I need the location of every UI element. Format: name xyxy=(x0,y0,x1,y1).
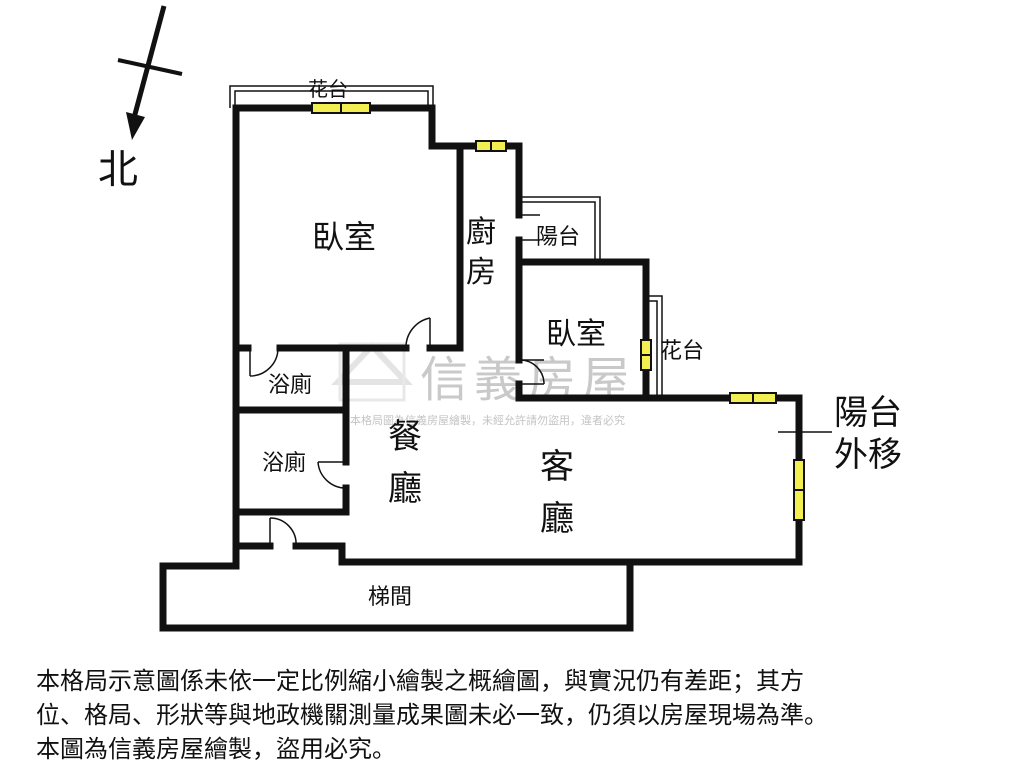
label-flower-bed-side: 花台 xyxy=(660,339,704,364)
label-bath-1: 浴廁 xyxy=(268,373,312,398)
door-kitchen-balcony xyxy=(519,214,540,241)
label-living-1: 客 xyxy=(540,447,574,487)
windows xyxy=(311,102,805,521)
label-dining-2: 廳 xyxy=(388,469,422,509)
label-bedroom-main: 臥室 xyxy=(312,218,376,256)
door-bedroom-second xyxy=(518,359,545,385)
label-kitchen-2: 房 xyxy=(466,255,496,290)
label-flower-bed-top: 花台 xyxy=(308,77,348,101)
label-bedroom-second: 臥室 xyxy=(546,317,606,352)
north-label: 北 xyxy=(98,147,138,193)
disclaimer-line-3: 本圖為信義房屋繪製，盜用必究。 xyxy=(36,735,396,763)
balcony-small-outline xyxy=(519,196,601,262)
label-bath-2: 浴廁 xyxy=(262,451,306,476)
door-entry xyxy=(269,517,297,547)
disclaimer-text: 本格局示意圖係未依一定比例縮小繪製之概繪圖，與實況仍有差距；其方 位、格局、形狀… xyxy=(36,664,996,766)
brand-logo-icon xyxy=(331,341,413,402)
window-top xyxy=(311,102,371,114)
window-bedroom-side xyxy=(640,339,652,371)
door-bedroom-main xyxy=(405,317,431,349)
north-arrow-icon xyxy=(117,5,183,140)
label-balcony-small: 陽台 xyxy=(536,225,580,250)
label-balcony-moved-2: 外移 xyxy=(834,435,902,475)
watermark-notice: 本格局圖為信義房屋繪製，未經允許請勿盜用，違者必究 xyxy=(350,413,625,427)
label-living-2: 廳 xyxy=(540,499,574,539)
window-living-right xyxy=(793,459,805,521)
label-stairwell: 梯間 xyxy=(368,585,412,610)
label-balcony-moved-1: 陽台 xyxy=(834,393,902,433)
label-dining-1: 餐 xyxy=(388,417,422,457)
door-bath-1 xyxy=(249,347,279,377)
room-labels: 花台 臥室 廚 房 陽台 臥室 花台 浴廁 浴廁 餐 廳 客 廳 陽台 外移 梯… xyxy=(262,77,902,610)
flower-bed-side-outline xyxy=(646,295,663,398)
disclaimer-line-1: 本格局示意圖係未依一定比例縮小繪製之概繪圖，與實況仍有差距；其方 xyxy=(36,667,804,695)
doors xyxy=(249,214,545,547)
flower-bed-top-outline xyxy=(229,85,434,108)
watermark: 信義房屋 本格局圖為信義房屋繪製，未經允許請勿盜用，違者必究 xyxy=(331,341,630,427)
window-living-top xyxy=(729,392,777,404)
window-kitchen xyxy=(475,140,507,152)
disclaimer-line-2: 位、格局、形狀等與地政機關測量成果圖未必一致，仍須以房屋現場為準。 xyxy=(36,701,828,729)
label-kitchen-1: 廚 xyxy=(466,215,496,250)
door-bath-2 xyxy=(317,461,347,489)
